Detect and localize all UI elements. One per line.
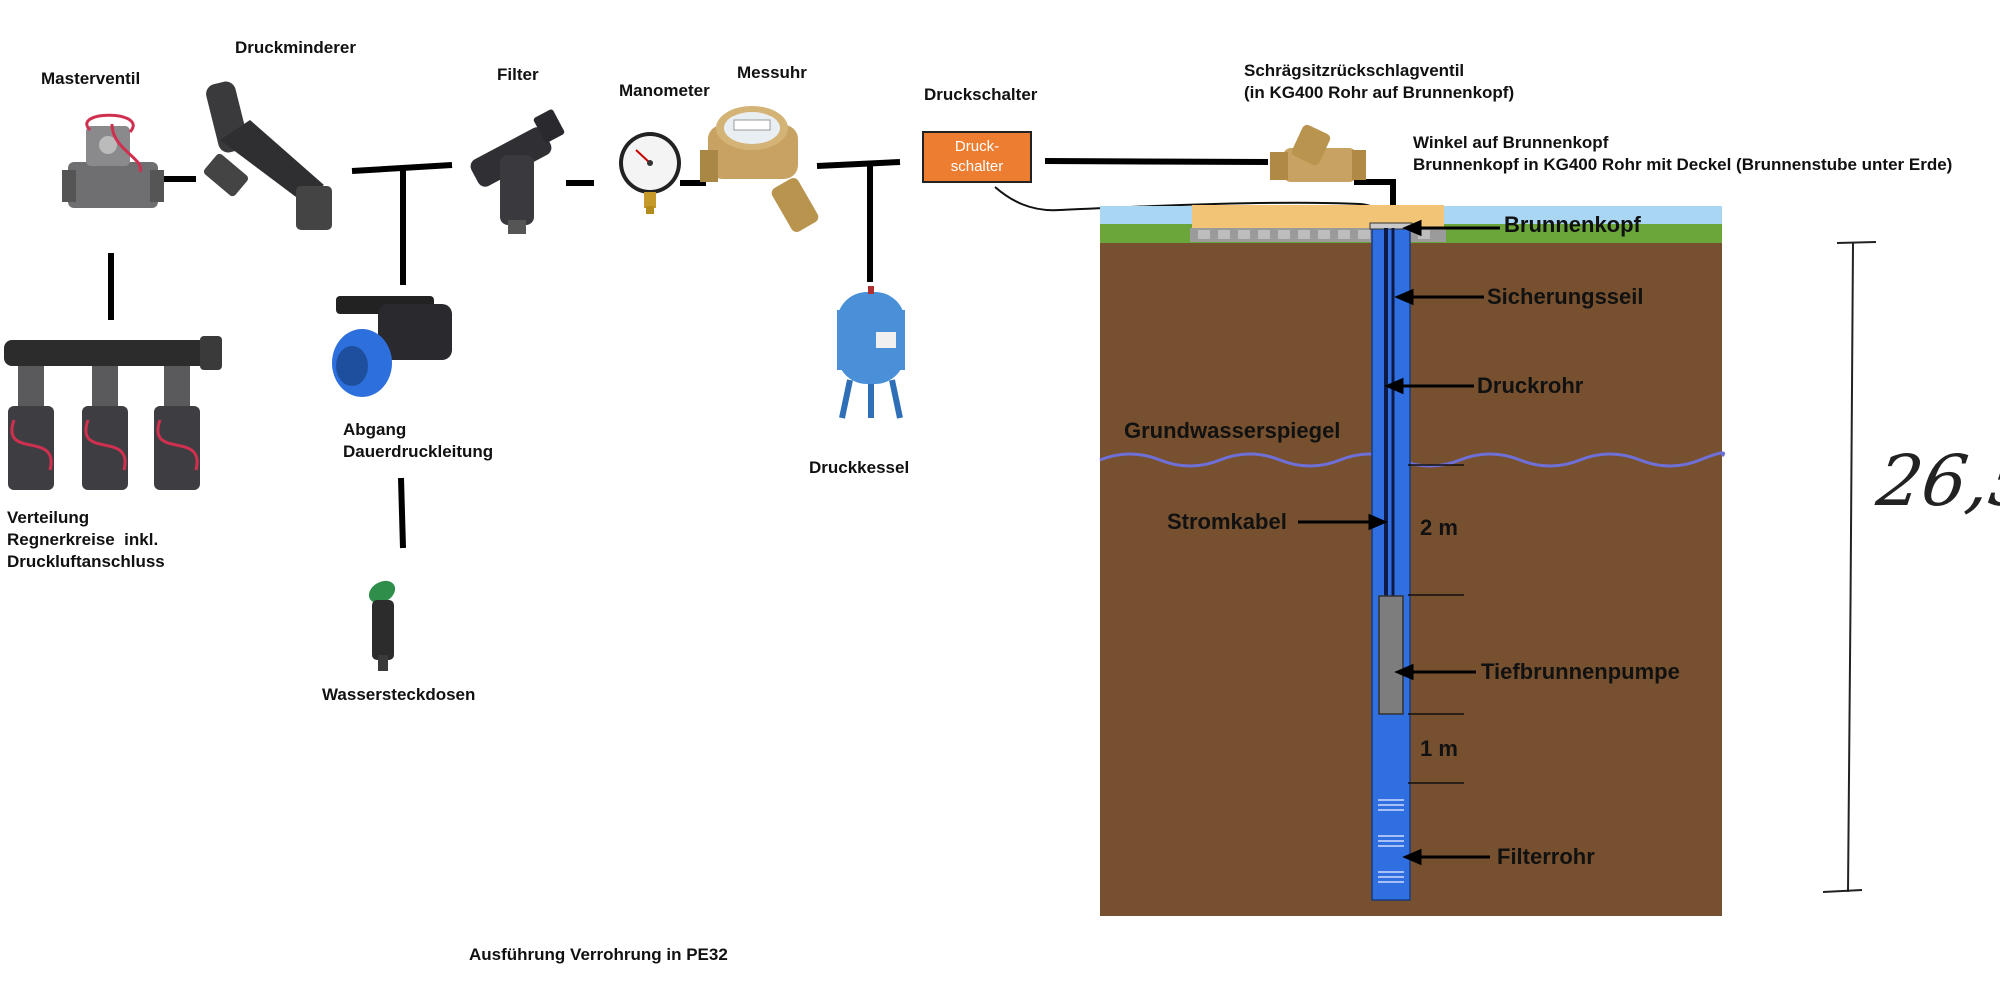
label-ausfuehrung: Ausführung Verrohrung in PE32 [469,945,728,964]
wassersteckdose-icon [368,580,396,671]
label-druckrohr: Druckrohr [1477,373,1584,398]
label-tiefbrunnenpumpe: Tiefbrunnenpumpe [1481,659,1680,684]
label-filter: Filter [497,65,539,84]
label-schraegsitzrueckschlagventil: Schrägsitzrückschlagventil (in KG400 Roh… [1244,61,1515,102]
check-valve-icon [1270,124,1366,182]
label-brunnenkopf: Brunnenkopf [1504,212,1641,237]
druckkessel-icon [837,286,905,419]
label-druckschalter: Druckschalter [924,85,1038,104]
handwritten-depth-label: 26,5m [1872,440,2000,522]
manifold-icon [4,336,222,490]
label-stromkabel: Stromkabel [1167,509,1287,534]
depth-scale-bar [1822,241,1877,893]
label-abgang: Abgang Dauerdruckleitung [343,420,494,461]
manometer-icon [619,132,681,214]
groundwater-line [1099,451,1726,468]
label-winkel-brunnenkopf: Winkel auf Brunnenkopf Brunnenkopf in KG… [1413,133,1953,174]
filter-icon [470,109,565,234]
label-druckminderer: Druckminderer [235,38,356,57]
druckminderer-icon [203,81,332,230]
label-verteilung: Verteilung Regnerkreise inkl. Drucklufta… [7,508,165,571]
label-wassersteckdosen: Wassersteckdosen [322,685,476,704]
label-sicherungsseil: Sicherungsseil [1487,284,1644,309]
label-messuhr: Messuhr [737,63,807,82]
messuhr-icon [700,106,819,232]
label-depth-1m: 1 m [1420,736,1458,761]
handwritten-depth-value: 26,5 [1872,440,2000,522]
ball-valve-icon [332,296,452,397]
druckschalter-box: Druck- schalter [922,131,1032,183]
label-depth-2m: 2 m [1420,515,1458,540]
label-masterventil: Masterventil [41,69,141,88]
masterventil-valve-icon [62,113,164,208]
pipe-connections [108,158,1396,549]
label-grundwasserspiegel: Grundwasserspiegel [1124,418,1341,443]
label-filterrohr: Filterrohr [1497,844,1595,869]
label-manometer: Manometer [619,81,710,100]
label-druckkessel: Druckkessel [809,458,910,477]
well-cross-section [1099,205,1726,916]
